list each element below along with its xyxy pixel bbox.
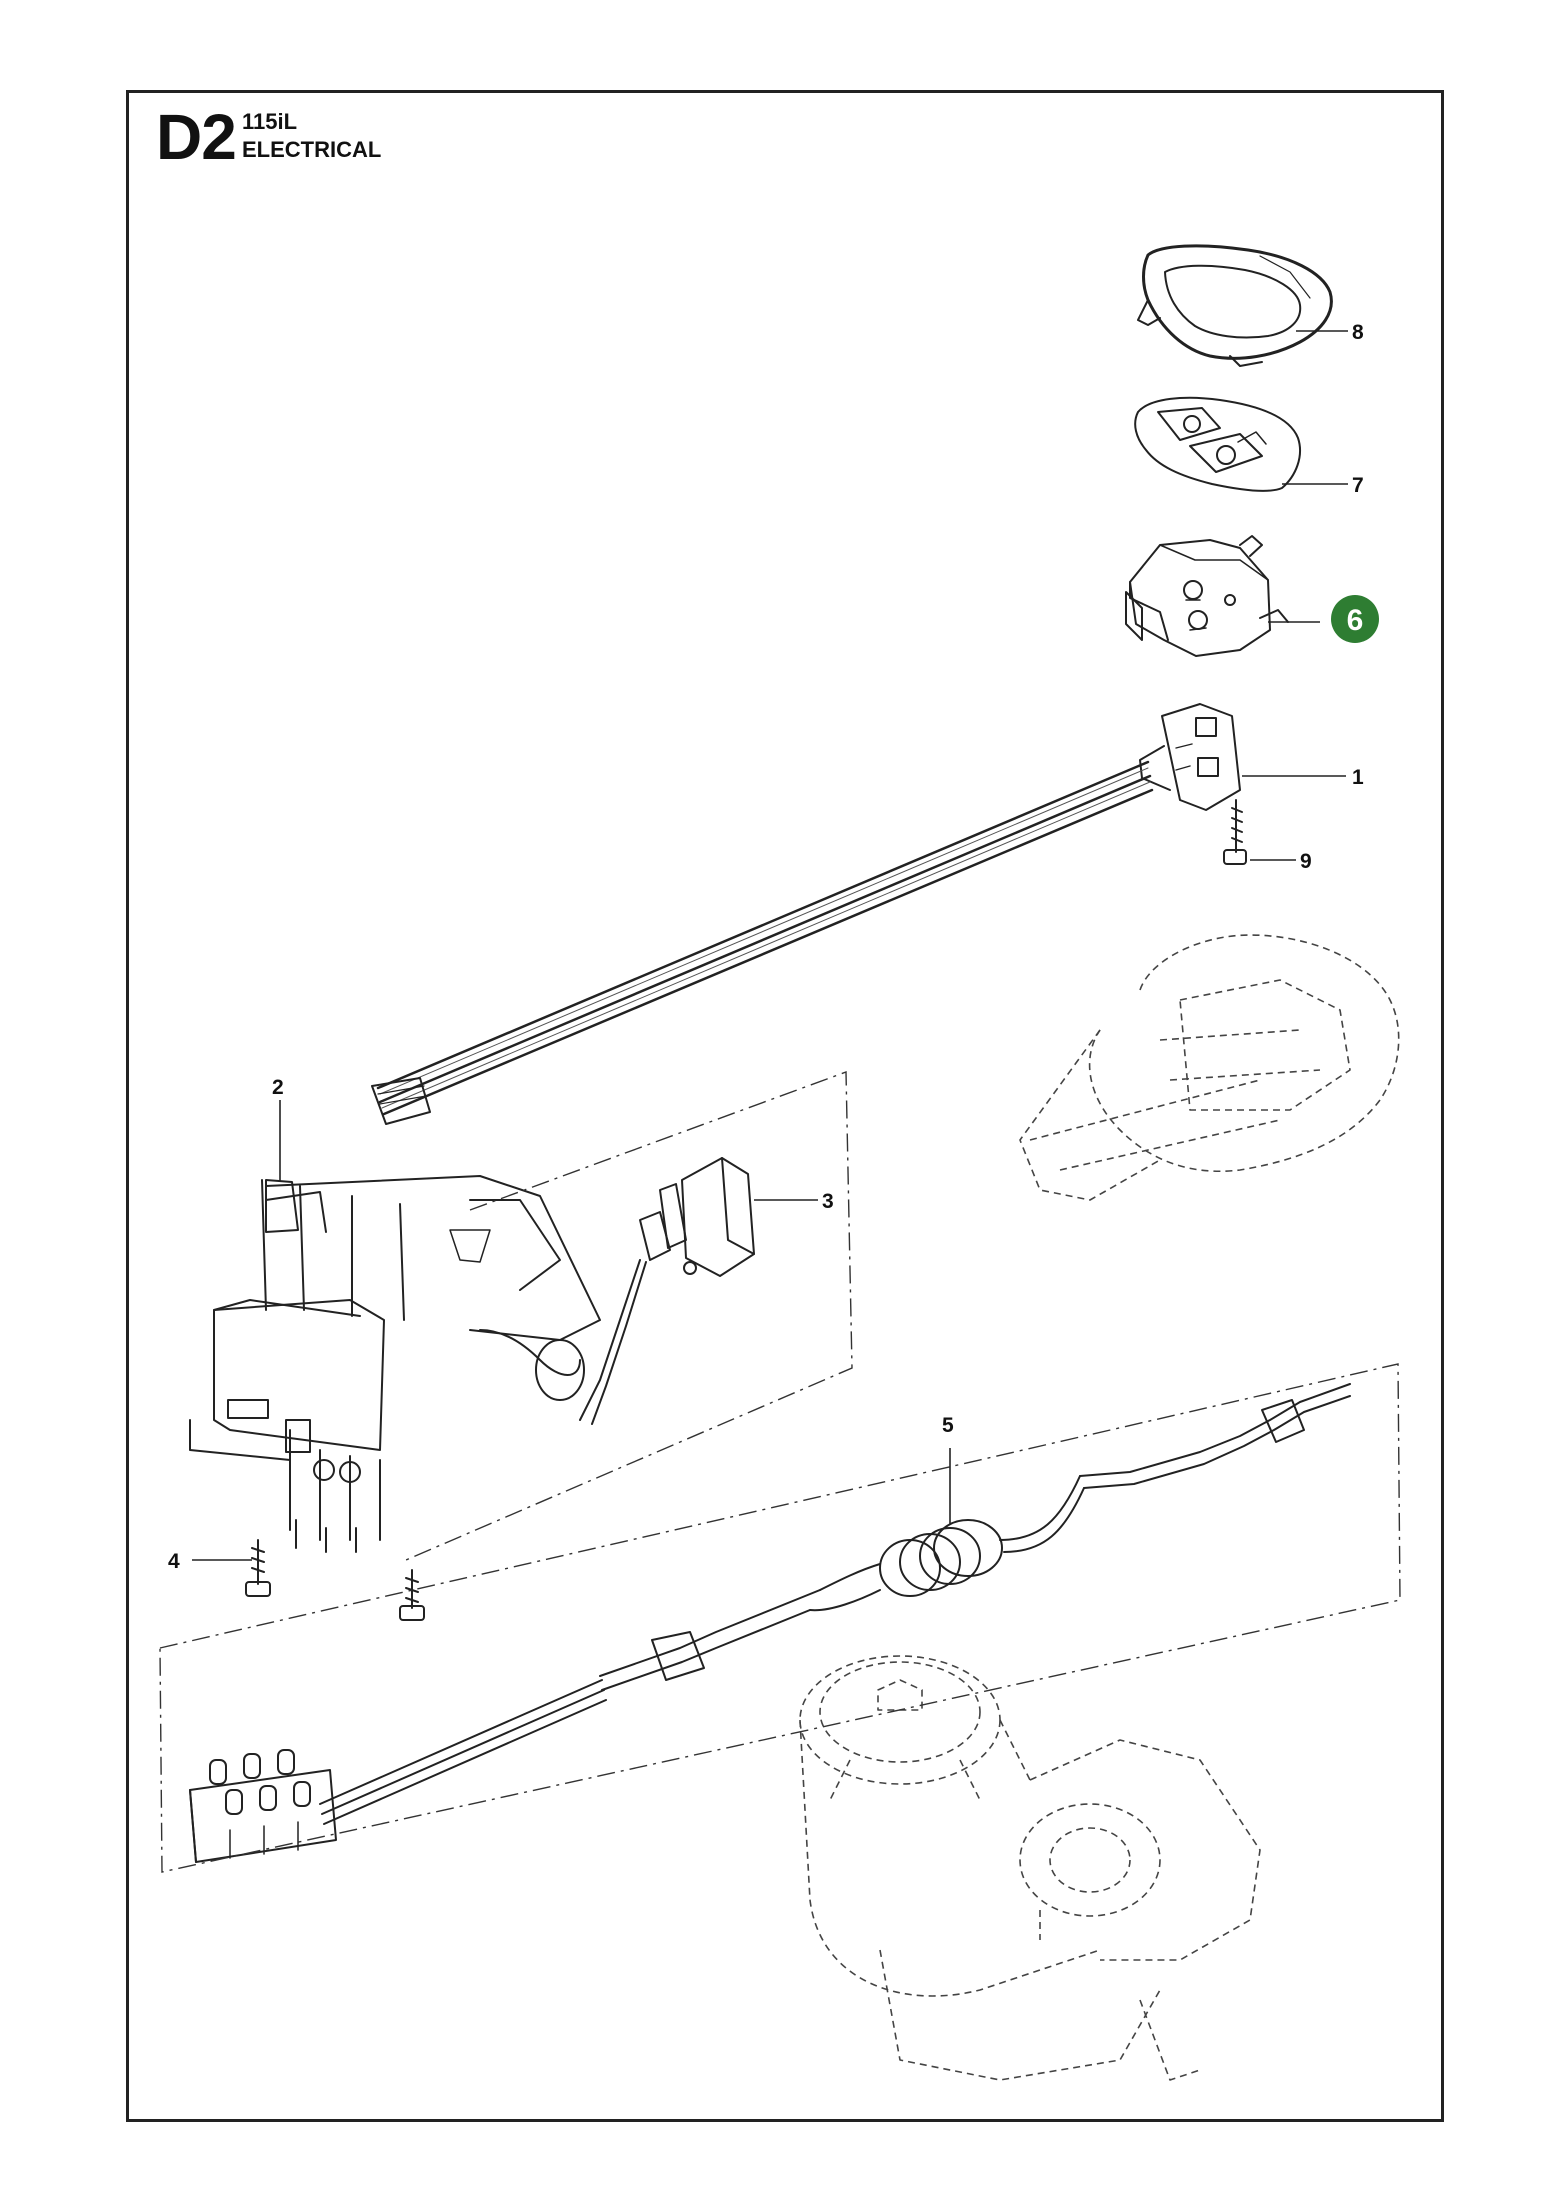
callout-4: 4 xyxy=(168,1550,180,1573)
callout-7: 7 xyxy=(1352,474,1364,497)
assembly-box-5 xyxy=(159,1363,1401,1873)
callout-6-marker xyxy=(1331,595,1379,643)
callout-3: 3 xyxy=(822,1190,834,1213)
callout-9: 9 xyxy=(1300,850,1312,873)
section-code: D2 xyxy=(156,101,237,173)
motor-cable-icon xyxy=(319,1383,1351,1825)
handle-outline-icon xyxy=(1019,934,1400,1201)
screw-icon xyxy=(1223,799,1247,865)
screw-icon xyxy=(245,1539,425,1621)
model-name: 115iL xyxy=(242,109,298,134)
callout-2: 2 xyxy=(272,1076,284,1099)
keypad-overlay-icon xyxy=(1134,396,1301,492)
ribbon-cable-pcb-icon xyxy=(371,703,1241,1125)
switch-housing-icon xyxy=(1125,535,1289,657)
callout-8: 8 xyxy=(1352,321,1364,344)
callout-5: 5 xyxy=(942,1414,954,1437)
callout-1: 1 xyxy=(1352,766,1364,789)
electric-motor-icon xyxy=(799,1655,1261,2081)
circuit-board-assembly-icon xyxy=(189,1175,601,1553)
micro-switch-icon xyxy=(579,1157,755,1425)
page-frame xyxy=(126,90,1444,2122)
assembly-box-2-3 xyxy=(405,1071,853,1561)
display-cover-icon xyxy=(1137,244,1333,367)
callout-6: 6 xyxy=(1347,604,1364,637)
section-title: ELECTRICAL xyxy=(242,137,382,162)
terminal-block-icon xyxy=(189,1749,337,1863)
